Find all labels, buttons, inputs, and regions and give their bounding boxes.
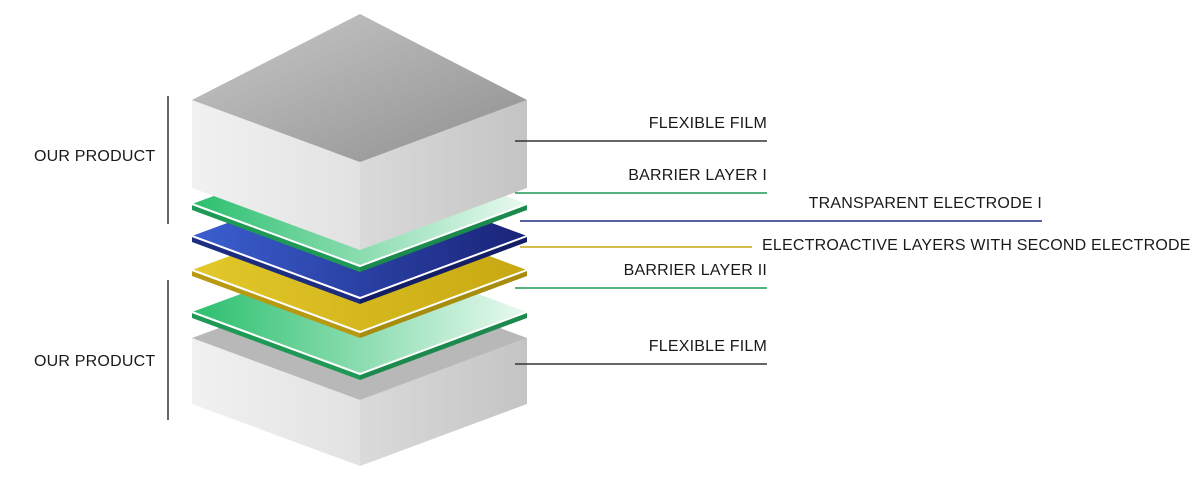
group-label-top: OUR PRODUCT — [34, 148, 155, 165]
label-electroactive: ELECTROACTIVE LAYERS WITH SECOND ELECTRO… — [762, 237, 1191, 254]
label-barrier-layer-1: BARRIER LAYER I — [628, 167, 767, 184]
label-barrier-layer-2: BARRIER LAYER II — [624, 262, 767, 279]
label-flexible-film-top: FLEXIBLE FILM — [649, 115, 767, 132]
group-label-bottom: OUR PRODUCT — [34, 353, 155, 370]
label-flexible-film-bottom: FLEXIBLE FILM — [649, 338, 767, 355]
label-transparent-electrode: TRANSPARENT ELECTRODE I — [809, 195, 1042, 212]
flexible-film-top-block — [192, 14, 527, 250]
